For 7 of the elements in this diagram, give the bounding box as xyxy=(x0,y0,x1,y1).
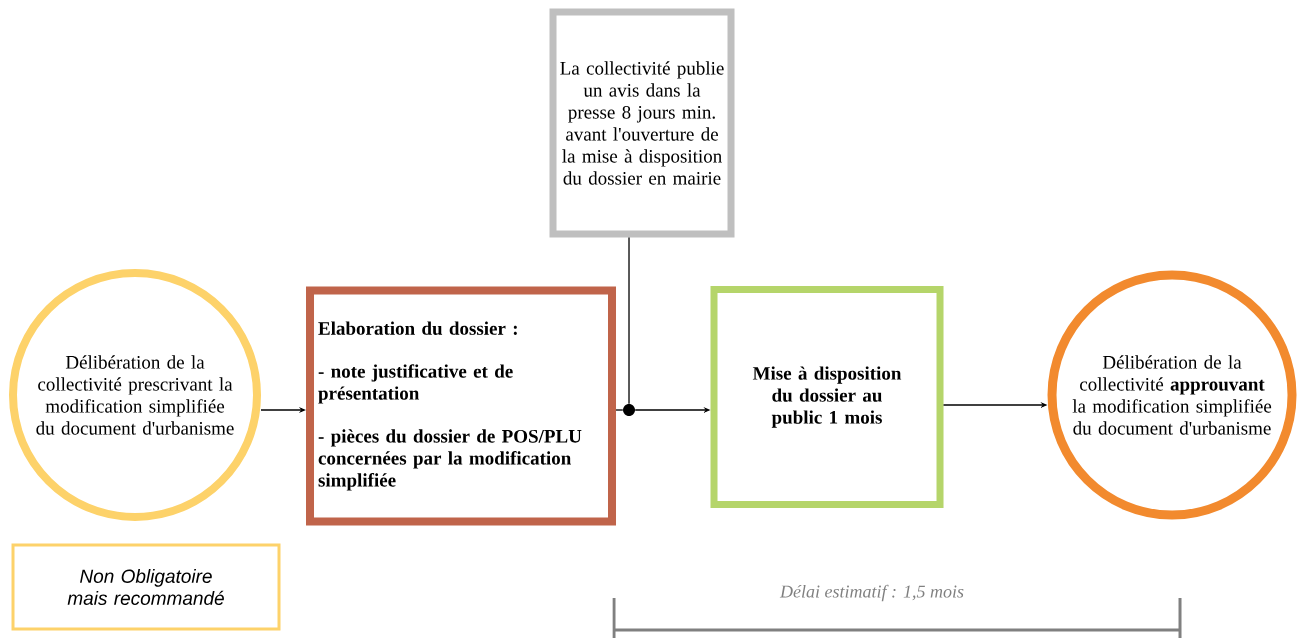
note-box: La collectivité publie un avis dans la presse 8 jours min. avant l'ouverture de la mise à disposition du dossier en mairie xyxy=(549,8,735,238)
process-box: Mise à disposition du dossier au public 1 mois xyxy=(710,286,944,508)
circle-node: Délibération de la collectivité prescrivant la modification simplifiée du document d'urbanisme xyxy=(9,269,261,521)
dimension-label: Délai estimatif : 1,5 mois xyxy=(779,584,964,602)
note-box: Non Obligatoire mais recommandé xyxy=(11,543,281,631)
process-box: Elaboration du dossier : - note justificative et de présentation - pièces du dossier de POS/PLU concernées par la modification simplifiée xyxy=(306,286,616,526)
circle-node: Délibération de la collectivité approuvant la modification simplifiée du document d'urbanisme xyxy=(1047,270,1297,520)
